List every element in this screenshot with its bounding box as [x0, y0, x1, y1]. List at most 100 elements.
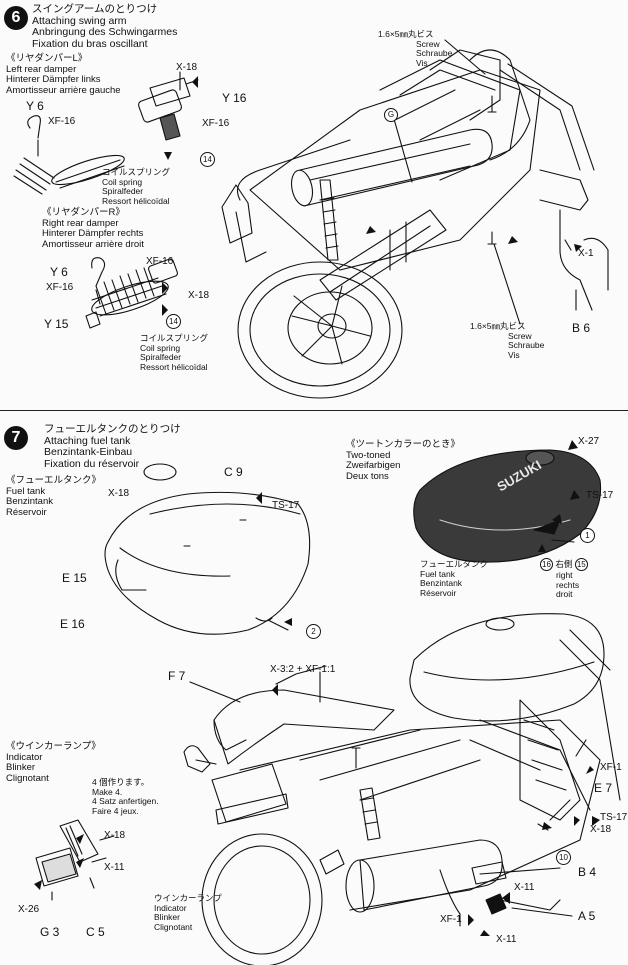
part-ts17-b: TS-17: [586, 490, 614, 501]
part-xf16-d: XF-16: [46, 282, 74, 293]
part-y6-b: Y 6: [50, 265, 68, 279]
step-7-title: フューエルタンクのとりつけ Attaching fuel tank Benzin…: [44, 423, 181, 470]
fuel-tank-right-fr: Réservoir: [420, 587, 457, 598]
indicator-left-jp: 《ウインカーランプ》: [6, 741, 101, 752]
part-x18-a-step7: X-18: [108, 488, 130, 499]
fuel-tank-left-jp: 《フューエルタンク》: [6, 475, 102, 486]
screw-top-size: 1.6×5㎜丸ビス: [378, 29, 434, 39]
part-x11-b: X-11: [496, 934, 517, 945]
coil-spring-left-fr: Ressort hélicoïdal: [102, 195, 170, 206]
two-tone-en: Two-toned: [346, 449, 391, 461]
part-ts17-c: TS-17: [600, 812, 628, 823]
part-c5: C 5: [86, 925, 105, 939]
make-4-note: 4 個作ります。 Make 4. 4 Satz anfertigen. Fair…: [92, 777, 159, 816]
part-b6: B 6: [572, 321, 591, 335]
part-ts17-a: TS-17: [272, 500, 300, 511]
indicator-bottom-en: Indicator: [154, 902, 187, 913]
coil-spring-left-en: Coil spring: [102, 176, 143, 187]
screw-top-de: Schraube: [416, 48, 453, 58]
screw-bottom-fr: Vis: [508, 349, 520, 360]
screw-bottom-size: 1.6×5㎜丸ビス: [470, 321, 526, 331]
left-damper-en: Left rear damper: [6, 63, 77, 75]
callout-1: 1: [580, 528, 595, 543]
left-damper-jp: 《リヤダンパーL》: [6, 53, 88, 64]
part-x18-c: X-18: [104, 830, 126, 841]
part-xf16-a: XF-16: [48, 116, 76, 127]
part-e7: E 7: [594, 781, 613, 795]
part-x18-a: X-18: [176, 62, 198, 73]
step-7-title-fr: Fixation du réservoir: [44, 457, 140, 470]
paint-markers: [34, 76, 600, 936]
callout-10: 10: [556, 850, 571, 865]
right-damper-caption: 《リヤダンパーR》 Right rear damper Hinterer Däm…: [42, 207, 144, 250]
part-x26: X-26: [18, 904, 40, 915]
right-damper-fr: Amortisseur arrière droit: [42, 238, 144, 250]
step-6-title: スイングアームのとりつけ Attaching swing arm Anbring…: [32, 3, 178, 50]
coil-spring-right-caption: コイルスプリング Coil spring Spiralfeder Ressort…: [140, 333, 209, 372]
callout-14-b: 14: [166, 314, 181, 329]
right-damper-en: Right rear damper: [42, 217, 119, 229]
make-4-en: Make 4.: [92, 786, 123, 797]
right-damper-de: Hinterer Dämpfer rechts: [42, 228, 144, 239]
coil-spring-right-jp: コイルスプリング: [140, 333, 209, 343]
motorcycle-assembly-drawing: [184, 614, 620, 965]
part-x18-b: X-18: [188, 290, 210, 301]
coil-spring-right-fr: Ressort hélicoïdal: [140, 361, 208, 372]
part-xf16-b: XF-16: [202, 118, 230, 129]
step-6-title-fr: Fixation du bras oscillant: [32, 37, 148, 50]
step-6-title-jp: スイングアームのとりつけ: [32, 3, 158, 15]
right-side-caption: 16 右側 15 right rechts droit: [540, 558, 588, 600]
coil-spring-left-caption: コイルスプリング Coil spring Spiralfeder Ressort…: [102, 167, 171, 206]
part-y6-a: Y 6: [26, 99, 44, 113]
part-y15: Y 15: [44, 317, 69, 331]
indicator-bottom-caption: ウインカーランプ Indicator Blinker Clignotant: [154, 893, 222, 932]
screw-top-caption: 1.6×5㎜丸ビス Screw Schraube Vis: [378, 29, 453, 68]
fuel-tank-left-caption: 《フューエルタンク》 Fuel tank Benzintank Réservoi…: [6, 475, 102, 518]
indicator-parts-drawing: [36, 820, 114, 900]
fuel-tank-right-en: Fuel tank: [420, 568, 455, 579]
coil-spring-right-en: Coil spring: [140, 342, 181, 353]
part-x27: X-27: [578, 436, 600, 447]
fuel-tank-left-fr: Réservoir: [6, 506, 47, 518]
right-side-line: 16 右側 15: [540, 558, 588, 571]
left-damper-fr: Amortisseur arrière gauche: [6, 84, 121, 96]
screw-bottom-de: Schraube: [508, 340, 545, 350]
step-6-title-de: Anbringung des Schwingarmes: [32, 26, 178, 38]
indicator-bottom-de: Blinker: [154, 912, 180, 922]
callout-15: 15: [574, 558, 588, 571]
right-side-de: rechts: [556, 579, 580, 590]
screw-top-en: Screw: [416, 38, 440, 49]
make-4-fr: Faire 4 jeux.: [92, 805, 139, 816]
step-7-title-de: Benzintank-Einbau: [44, 446, 133, 458]
step-7-title-jp: フューエルタンクのとりつけ: [44, 423, 181, 435]
part-xf16-c: XF-16: [146, 256, 174, 267]
coil-spring-left-jp: コイルスプリング: [102, 167, 171, 177]
part-x11-a: X-11: [514, 882, 535, 893]
part-a5: A 5: [578, 909, 596, 923]
indicator-left-caption: 《ウインカーランプ》 Indicator Blinker Clignotant: [6, 741, 101, 784]
right-side-fr: droit: [556, 589, 573, 599]
fuel-tank-left-en: Fuel tank: [6, 485, 46, 497]
make-4-de: 4 Satz anfertigen.: [92, 796, 159, 806]
step-7-number: 7: [4, 426, 28, 450]
right-side-jp: 右側: [555, 558, 573, 569]
indicator-left-en: Indicator: [6, 751, 43, 763]
screw-bottom-caption: 1.6×5㎜丸ビス Screw Schraube Vis: [470, 321, 545, 360]
make-4-jp: 4 個作ります。: [92, 777, 150, 787]
callout-2: 2: [306, 624, 321, 639]
callout-16: 16: [540, 558, 553, 571]
callout-14-a: 14: [200, 152, 215, 167]
fuel-tank-right-de: Benzintank: [420, 578, 463, 588]
fuel-tank-right-caption: フューエルタンク Fuel tank Benzintank Réservoir: [420, 559, 488, 598]
two-tone-caption: 《ツートンカラーのとき》 Two-toned Zweifarbigen Deux…: [346, 439, 460, 482]
coil-spring-left-de: Spiralfeder: [102, 186, 144, 196]
callout-g: G: [384, 108, 398, 122]
right-side-en: right: [556, 570, 573, 580]
left-damper-de: Hinterer Dämpfer links: [6, 74, 101, 85]
indicator-left-fr: Clignotant: [6, 772, 49, 784]
left-damper-caption: 《リヤダンパーL》 Left rear damper Hinterer Dämp…: [6, 53, 121, 96]
part-g3: G 3: [40, 925, 60, 939]
part-b4: B 4: [578, 865, 597, 879]
